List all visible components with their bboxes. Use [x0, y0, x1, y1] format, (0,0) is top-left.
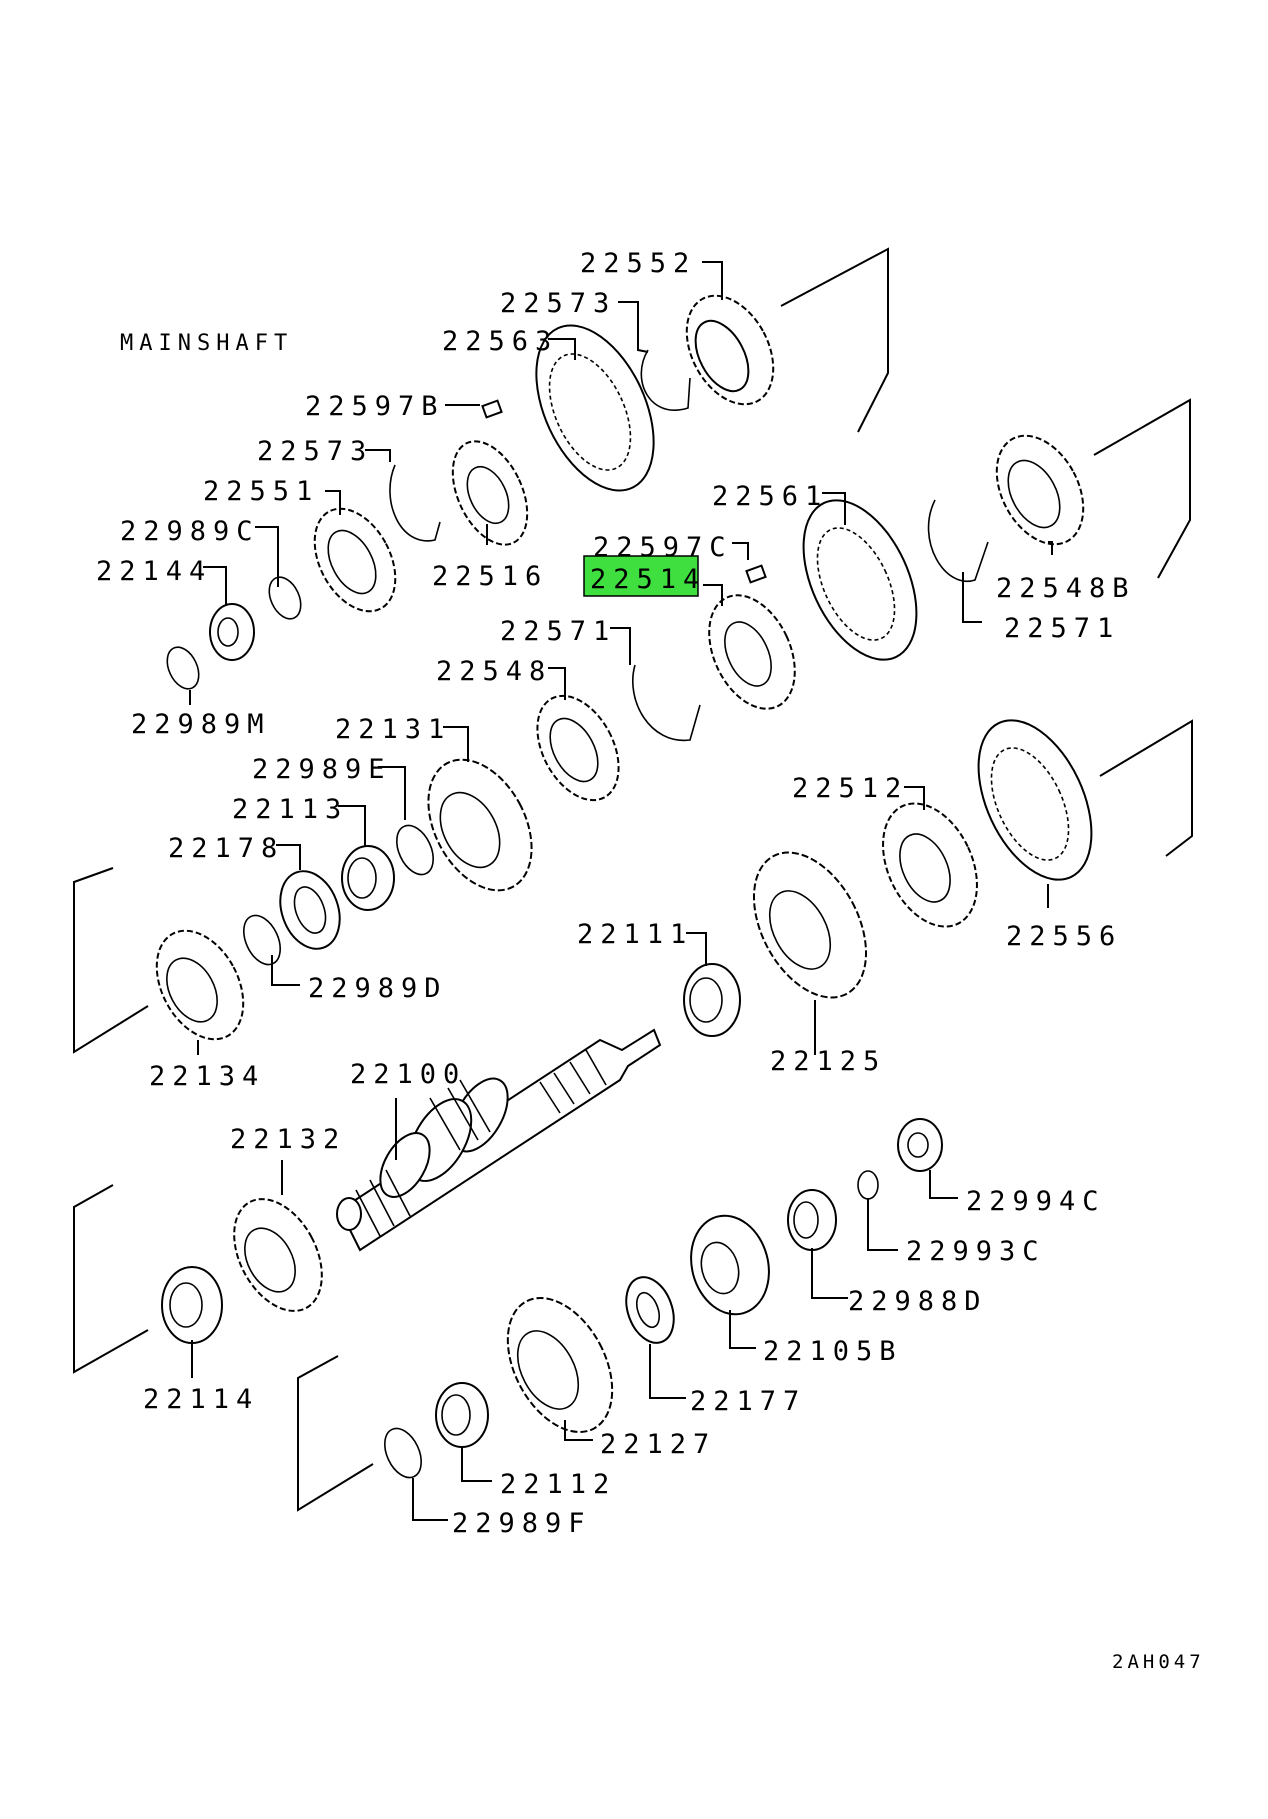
key-22597c-icon: [745, 564, 767, 584]
part-label[interactable]: 22989F: [452, 1508, 592, 1539]
part-label[interactable]: 22552: [580, 248, 696, 279]
spacer-22988d-icon: [787, 1189, 837, 1251]
bearing-22114-icon: [161, 1266, 223, 1344]
sleeve-22563-icon: [535, 324, 655, 492]
part-label[interactable]: 22125: [770, 1046, 886, 1077]
snap-ring-22989e-icon: [396, 824, 434, 876]
part-label[interactable]: 22178: [168, 833, 284, 864]
part-label[interactable]: 22563: [442, 326, 558, 357]
part-label[interactable]: 22548B: [996, 573, 1136, 604]
gear-22548-icon: [536, 694, 620, 802]
part-label[interactable]: 22144: [96, 556, 212, 587]
bearing-22105b-icon: [690, 1214, 770, 1316]
part-label[interactable]: 22548: [436, 656, 552, 687]
gear-22548b-icon: [995, 434, 1085, 546]
diagram-title: MAINSHAFT: [120, 331, 293, 356]
diagram-code: 2AH047: [1112, 1651, 1205, 1673]
hub-22516-icon: [451, 440, 529, 546]
key-22597b-icon: [481, 399, 503, 419]
part-label[interactable]: 22989C: [120, 516, 260, 547]
part-label[interactable]: 22105B: [763, 1336, 903, 1367]
part-label[interactable]: 22111: [577, 919, 693, 950]
mainshaft-icon: [336, 1028, 662, 1252]
gear-22551-icon: [313, 507, 397, 613]
part-label[interactable]: 22132: [230, 1124, 346, 1155]
nut-22994c-icon: [897, 1118, 943, 1172]
part-label[interactable]: 22131: [335, 714, 451, 745]
group-brackets: [73, 247, 1193, 1512]
part-label[interactable]: 22516: [432, 561, 548, 592]
part-label[interactable]: 22134: [149, 1061, 265, 1092]
part-label[interactable]: 22571: [500, 616, 616, 647]
hub-22512-icon: [882, 802, 978, 928]
part-label[interactable]: 22989D: [308, 973, 448, 1004]
snap-ring-22573b-icon: [389, 464, 441, 542]
bearing-22113-icon: [341, 845, 395, 911]
snap-ring-22989d-icon: [243, 914, 281, 966]
part-label[interactable]: 22114: [143, 1384, 259, 1415]
hub-22514-icon: [708, 594, 796, 710]
gear-22125-icon: [752, 851, 868, 999]
part-label[interactable]: 22597B: [305, 391, 445, 422]
part-label[interactable]: 22113: [232, 794, 348, 825]
snap-ring-22573a-icon: [640, 349, 691, 411]
collar-22144-icon: [209, 603, 255, 661]
gear-22552-icon: [685, 294, 775, 406]
washer-22177-icon: [625, 1276, 675, 1344]
gear-22132-icon: [233, 1198, 323, 1312]
gear-22131-icon: [427, 758, 533, 892]
part-label[interactable]: 22993C: [906, 1236, 1046, 1267]
part-label[interactable]: 22177: [690, 1386, 806, 1417]
leader-lines: [189, 261, 1053, 1521]
part-label[interactable]: 22597C: [593, 532, 733, 563]
part-label[interactable]: 22561: [712, 481, 828, 512]
part-label[interactable]: 22994C: [966, 1186, 1106, 1217]
bearing-22111-icon: [683, 963, 741, 1037]
part-label[interactable]: 22100: [350, 1059, 466, 1090]
part-label[interactable]: 22127: [600, 1429, 716, 1460]
part-label[interactable]: 22514: [590, 564, 706, 595]
part-label[interactable]: 22988D: [848, 1286, 988, 1317]
part-label[interactable]: 22989E: [252, 754, 392, 785]
gear-22127-icon: [506, 1297, 614, 1433]
sleeve-22556-icon: [977, 719, 1093, 881]
sleeve-22561-icon: [802, 499, 918, 661]
snap-ring-22989f-icon: [384, 1427, 422, 1479]
part-label[interactable]: 22989M: [131, 709, 271, 740]
part-label[interactable]: 22556: [1006, 921, 1122, 952]
washer-22178-icon: [279, 870, 341, 950]
bearing-22112-icon: [435, 1382, 489, 1448]
gear-22134-icon: [155, 929, 245, 1041]
snap-ring-22989m-icon: [166, 646, 200, 690]
part-label[interactable]: 22551: [203, 476, 319, 507]
snap-ring-22989c-icon: [268, 576, 302, 620]
part-label[interactable]: 22571: [1004, 613, 1120, 644]
highlight-22514: [583, 555, 699, 597]
part-label[interactable]: 22573: [500, 288, 616, 319]
part-label[interactable]: 22512: [792, 773, 908, 804]
part-label[interactable]: 22112: [500, 1469, 616, 1500]
part-labels: 22552 22573 22563 22597B 22573 22551 225…: [96, 248, 1136, 1539]
part-label[interactable]: 22573: [257, 436, 373, 467]
snap-ring-22571b-icon: [632, 664, 701, 742]
snap-ring-22993c-icon: [857, 1170, 879, 1200]
snap-ring-22571a-icon: [927, 499, 989, 583]
